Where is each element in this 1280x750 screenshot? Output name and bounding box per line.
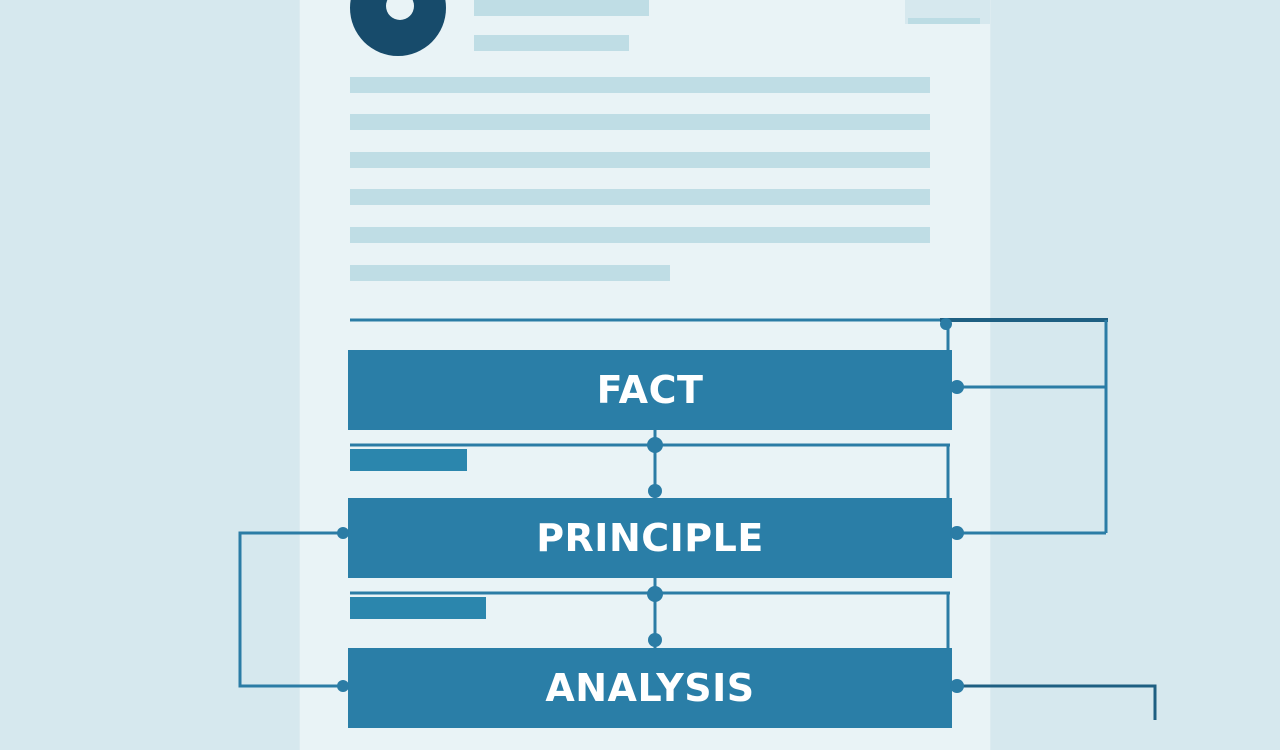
connector-node	[337, 527, 349, 539]
stage-label: FACT	[596, 368, 704, 412]
body-placeholder-line	[350, 77, 930, 93]
header-placeholder-line	[474, 35, 629, 51]
header-placeholder-line	[474, 0, 649, 16]
ring-logo-hole	[386, 0, 414, 20]
body-placeholder-line	[350, 227, 930, 243]
document-diagram-illustration: FACT PRINCIPLE ANALYSIS	[238, 0, 1157, 750]
stage-box-principle: PRINCIPLE	[348, 498, 952, 578]
connector-lines	[238, 318, 1157, 720]
connector-node	[648, 484, 662, 498]
connector-node	[950, 526, 964, 540]
body-placeholder-line	[350, 265, 670, 281]
connector-node	[337, 680, 349, 692]
stage-box-analysis: ANALYSIS	[348, 648, 952, 728]
stage-label: PRINCIPLE	[536, 516, 764, 560]
connector-node	[647, 586, 663, 602]
connector-node	[648, 633, 662, 647]
left-bracket-connector	[238, 531, 343, 688]
body-placeholder-line	[350, 189, 930, 205]
connector-node	[647, 437, 663, 453]
connector-node	[950, 679, 964, 693]
connector-node	[940, 318, 952, 330]
analysis-right-connector	[958, 684, 1157, 720]
body-placeholder-line	[350, 114, 930, 130]
page-corner-fold-line	[908, 18, 980, 24]
sub-tab-bar	[350, 597, 486, 619]
stage-box-fact: FACT	[348, 350, 952, 430]
body-placeholder-line	[350, 152, 930, 168]
stage-label: ANALYSIS	[545, 666, 755, 710]
connector-node	[950, 380, 964, 394]
sub-tab-bar	[350, 449, 467, 471]
